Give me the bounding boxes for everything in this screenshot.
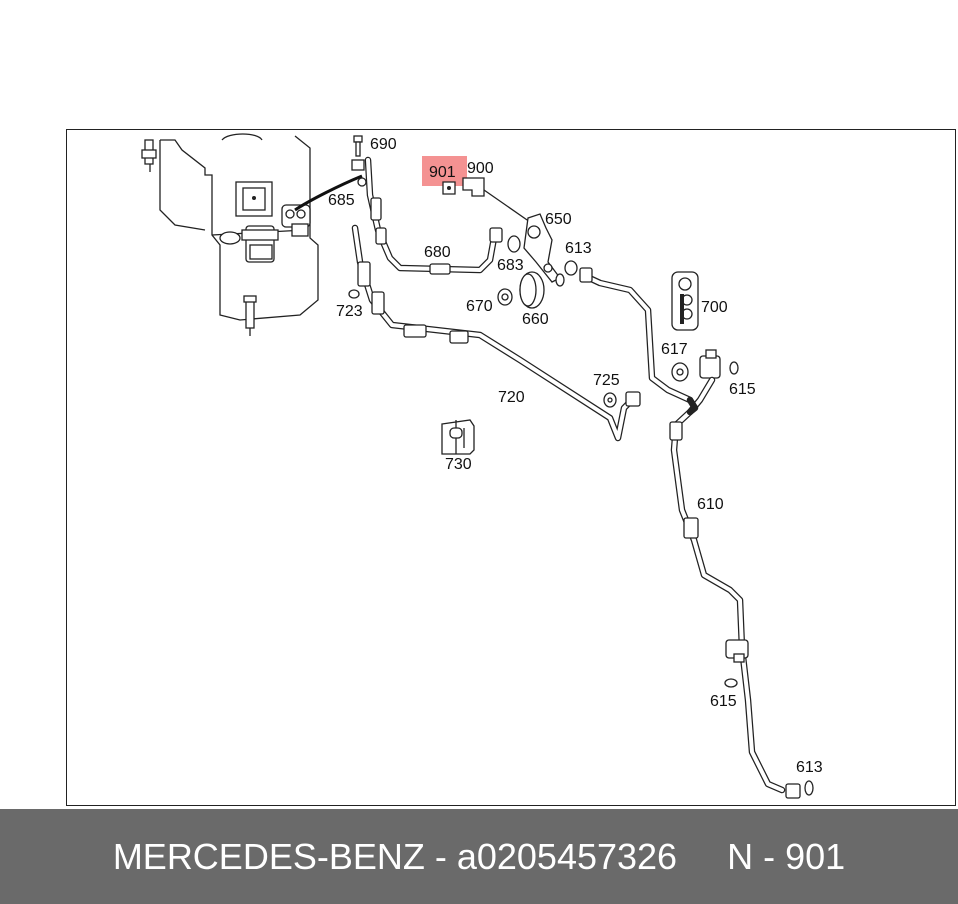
washer-723 [348, 289, 360, 299]
label-723: 723 [336, 303, 363, 320]
label-650: 650 [545, 211, 572, 228]
part-901 [442, 181, 456, 195]
label-720: 720 [498, 389, 525, 406]
label-613-top: 613 [565, 240, 592, 257]
footer-separator: - [424, 835, 457, 877]
label-615-lower: 615 [710, 693, 737, 710]
label-680: 680 [424, 244, 451, 261]
clip-700 [671, 271, 699, 331]
fitting-615 [699, 349, 739, 379]
footer-gap [677, 836, 727, 878]
footer-brand: MERCEDES-BENZ [112, 835, 425, 877]
pipe-617 [579, 267, 694, 404]
clamp-685 [351, 159, 367, 187]
label-613-lower: 613 [796, 759, 823, 776]
pipe-680 [364, 156, 503, 275]
ring-613-top [564, 260, 578, 276]
label-900: 900 [467, 160, 494, 177]
footer-bar: MERCEDES-BENZ - a0205457326 N - 901 [0, 809, 958, 904]
ring-613-lower [804, 780, 814, 796]
label-685: 685 [328, 192, 355, 209]
footer-position: N - 901 [727, 835, 846, 877]
nut-670 [497, 288, 513, 306]
label-615-top: 615 [729, 381, 756, 398]
part-900 [462, 177, 485, 197]
label-730: 730 [445, 456, 472, 473]
ring-683 [507, 235, 521, 253]
grommet-730 [441, 419, 475, 455]
label-690: 690 [370, 136, 397, 153]
label-610: 610 [697, 496, 724, 513]
pipe-720 [351, 224, 641, 442]
highlight-901 [422, 156, 467, 186]
nut-617 [671, 362, 689, 382]
label-700: 700 [701, 299, 728, 316]
label-670: 670 [466, 298, 493, 315]
bolt-690 [353, 135, 363, 157]
label-660: 660 [522, 311, 549, 328]
ring-615-lower [724, 678, 738, 688]
label-725: 725 [593, 372, 620, 389]
bracket-650 [523, 213, 561, 283]
label-617: 617 [661, 341, 688, 358]
reservoir-tank [141, 133, 319, 336]
label-901: 901 [429, 164, 456, 181]
sensor-cable [294, 174, 363, 212]
nut-725 [603, 392, 617, 408]
footer-part-number: a0205457326 [456, 835, 678, 877]
label-683: 683 [497, 257, 524, 274]
grommet-660 [519, 271, 545, 309]
pipe-610 [669, 376, 801, 799]
